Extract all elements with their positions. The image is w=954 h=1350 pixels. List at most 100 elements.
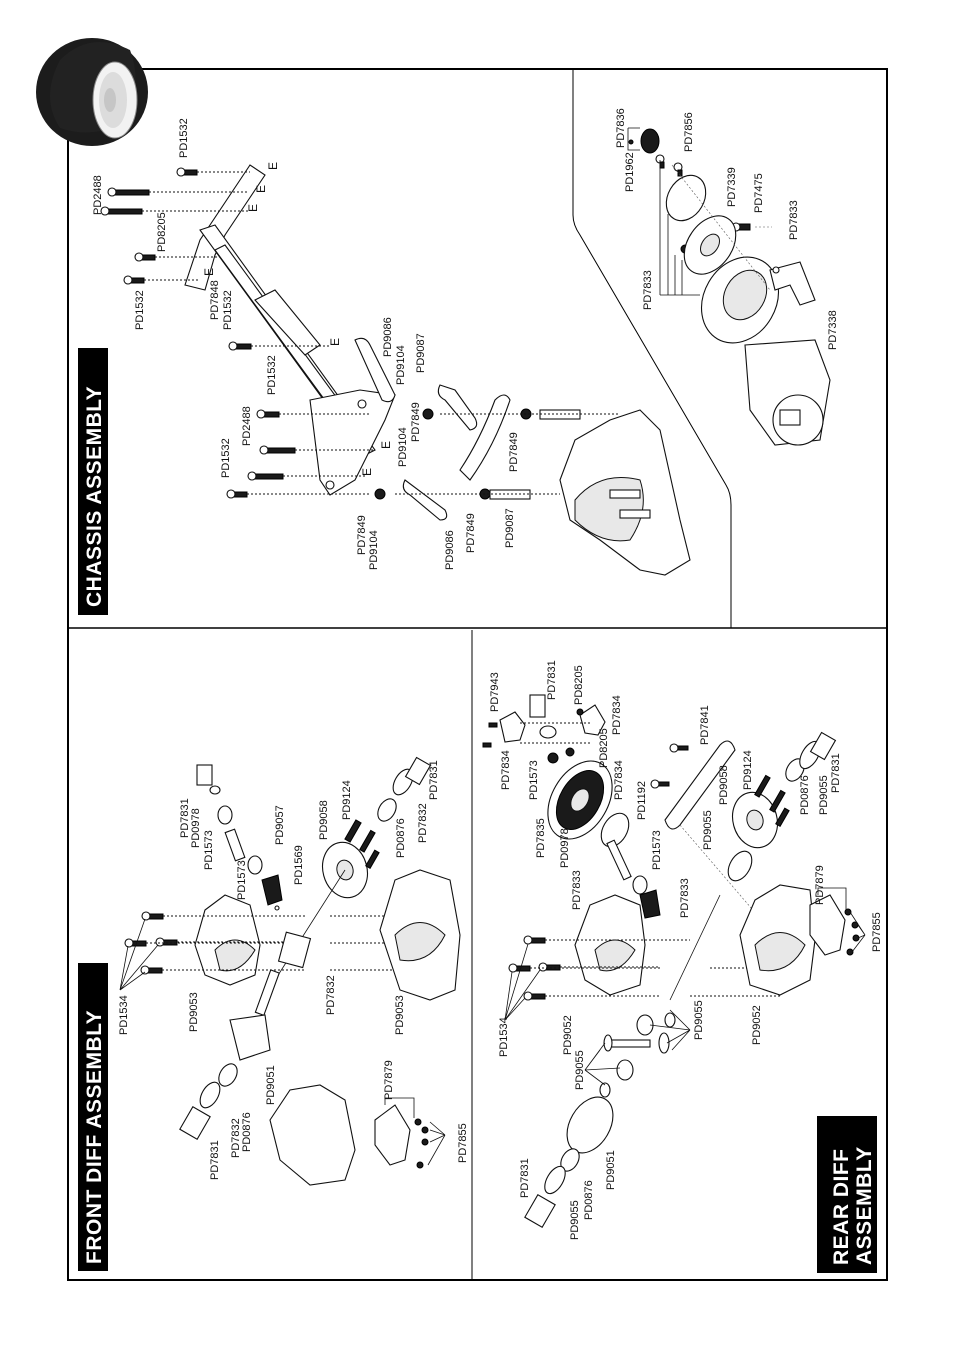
label-pd7879: PD7879 xyxy=(383,1060,395,1100)
front-outdrive-left xyxy=(179,1105,211,1141)
label-pd7855: PD7855 xyxy=(457,1123,469,1163)
motor-drawing xyxy=(627,127,831,446)
rear-shim xyxy=(727,850,753,882)
label-pd1573: PD1573 xyxy=(528,760,540,800)
front-diff-housing-top xyxy=(194,894,261,986)
label-pd9058: PD9058 xyxy=(718,765,730,805)
label-pd0876: PD0876 xyxy=(241,1112,253,1152)
label-pd9052: PD9052 xyxy=(562,1015,574,1055)
label-pd9051: PD9051 xyxy=(265,1065,277,1105)
label-pd9087: PD9087 xyxy=(415,333,427,373)
label-pd7831: PD7831 xyxy=(179,798,191,838)
motor-labels: PD7836 PD1962 PD7856 PD7339 PD7475 PD783… xyxy=(615,108,839,350)
label-pd0876: PD0876 xyxy=(799,775,811,815)
label-pd9053: PD9053 xyxy=(394,995,406,1035)
label-pd1532: PD1532 xyxy=(134,290,146,330)
label-pd7832: PD7832 xyxy=(325,975,337,1015)
label-pd7833: PD7833 xyxy=(642,270,654,310)
top-plate-front xyxy=(184,164,266,291)
label-pd7831: PD7831 xyxy=(209,1140,221,1180)
label-pd8205: PD8205 xyxy=(573,665,585,705)
front-diff-cover-plate xyxy=(374,1104,411,1166)
front-pinion-gear xyxy=(261,874,283,906)
label-pd7849: PD7849 xyxy=(465,513,477,553)
rear-outdrive-right xyxy=(809,731,837,761)
label-pd1532: PD1532 xyxy=(220,438,232,478)
label-pd7831: PD7831 xyxy=(546,660,558,700)
label-pd9053: PD9053 xyxy=(188,992,200,1032)
label-pd7834: PD7834 xyxy=(500,750,512,790)
label-pd9055: PD9055 xyxy=(693,1000,705,1040)
label-pd9104: PD9104 xyxy=(397,427,409,467)
rear-diff-gear-lower xyxy=(616,1059,634,1081)
wheel-tire-icon xyxy=(36,38,148,146)
front-bearing-right xyxy=(377,798,397,822)
svg-text:E: E xyxy=(379,441,393,449)
rear-hub-left xyxy=(499,711,526,743)
label-pd2488: PD2488 xyxy=(92,175,104,215)
motor-mount-bracket xyxy=(769,261,816,306)
label-pd9087: PD9087 xyxy=(504,508,516,548)
label-pd7855: PD7855 xyxy=(871,912,883,952)
label-pd9104: PD9104 xyxy=(395,345,407,385)
rear-bearing-top xyxy=(539,725,557,739)
label-pd7835: PD7835 xyxy=(535,818,547,858)
rear-diff-labels: PD7943 PD7831 PD8205 PD7834 PD7834 PD157… xyxy=(489,660,883,1240)
label-pd7879: PD7879 xyxy=(814,865,826,905)
label-pd1569: PD1569 xyxy=(293,845,305,885)
rear-outdrive-top xyxy=(529,694,546,718)
label-pd9086: PD9086 xyxy=(382,317,394,357)
label-pd7831: PD7831 xyxy=(428,760,440,800)
steering-arm-left xyxy=(402,479,448,521)
label-pd7849: PD7849 xyxy=(410,402,422,442)
rear-diff-crosspin xyxy=(609,1039,651,1048)
svg-text:E: E xyxy=(360,468,374,476)
label-pd9052: PD9052 xyxy=(751,1005,763,1045)
label-pd1573: PD1573 xyxy=(651,830,663,870)
steering-rack xyxy=(459,394,511,481)
label-pd1534: PD1534 xyxy=(498,1017,510,1057)
label-pd9051: PD9051 xyxy=(605,1150,617,1190)
label-pd7833: PD7833 xyxy=(571,870,583,910)
chassis-assembly-title: CHASSIS ASSEMBLY xyxy=(78,348,108,615)
label-pd7833: PD7833 xyxy=(788,200,800,240)
label-pd7339: PD7339 xyxy=(726,167,738,207)
label-pd9055: PD9055 xyxy=(702,810,714,850)
label-pd7833: PD7833 xyxy=(679,878,691,918)
label-pd9086: PD9086 xyxy=(444,530,456,570)
label-pd1532: PD1532 xyxy=(222,290,234,330)
rear-diff-gear-right xyxy=(658,1032,670,1054)
rear-outdrive-left xyxy=(524,1193,556,1229)
label-pd0978: PD0978 xyxy=(559,828,571,868)
label-pd7832: PD7832 xyxy=(417,803,429,843)
front-diff-assembly-title: FRONT DIFF ASSEMBLY xyxy=(78,963,108,1271)
label-pd7841: PD7841 xyxy=(699,705,711,745)
label-pd9055: PD9055 xyxy=(574,1050,586,1090)
label-pd1573: PD1573 xyxy=(203,830,215,870)
label-pd7338: PD7338 xyxy=(827,310,839,350)
label-pd7856: PD7856 xyxy=(683,112,695,152)
label-pd7831: PD7831 xyxy=(830,753,842,793)
label-pd7849: PD7849 xyxy=(508,432,520,472)
label-pd9124: PD9124 xyxy=(742,750,754,790)
rear-diff-title-line2: ASSEMBLY xyxy=(853,1146,876,1265)
front-diff-cup-left xyxy=(229,1014,271,1061)
chassis-labels: PD1532 PD2488 PD8205 PD1532 PD7848 PD153… xyxy=(92,118,520,570)
rear-idler-arm xyxy=(664,740,736,830)
outer-border xyxy=(67,68,888,1281)
front-outdrive-right xyxy=(404,756,432,786)
front-diff-title-text: FRONT DIFF ASSEMBLY xyxy=(83,1010,106,1264)
label-pd9057: PD9057 xyxy=(274,805,286,845)
label-pd8205: PD8205 xyxy=(598,728,610,768)
label-pd7475: PD7475 xyxy=(753,173,765,213)
label-pd8205: PD8205 xyxy=(156,212,168,252)
top-plate-rear xyxy=(309,389,396,496)
label-pd7834: PD7834 xyxy=(611,695,623,735)
front-bearing-top xyxy=(217,805,233,825)
steering-arm-right xyxy=(437,384,478,431)
label-pd1573: PD1573 xyxy=(236,860,248,900)
label-pd1534: PD1534 xyxy=(118,995,130,1035)
label-pd7832: PD7832 xyxy=(230,1118,242,1158)
chassis-guide-lines xyxy=(142,171,375,495)
